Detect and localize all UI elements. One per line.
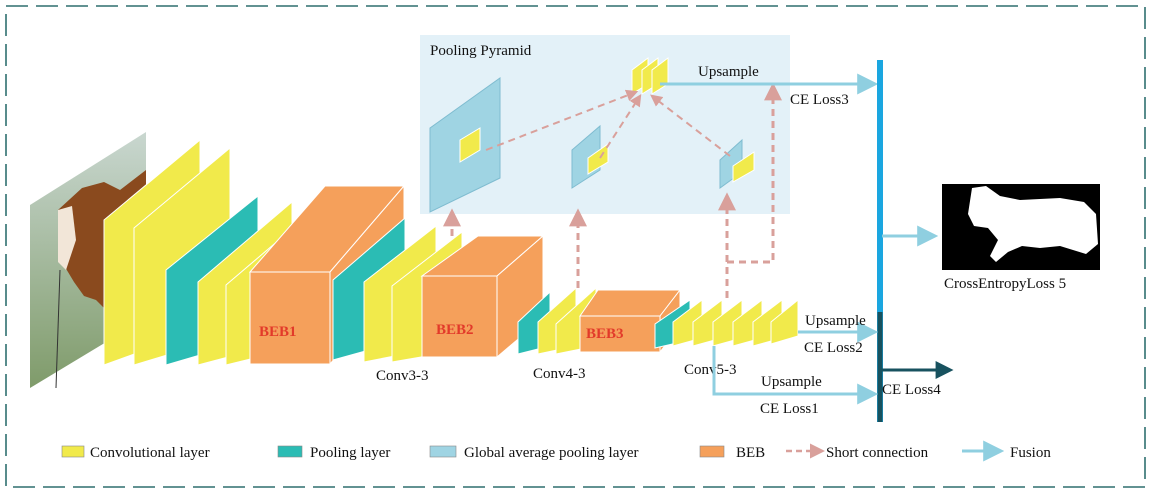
cross-entropy-loss5-label: CrossEntropyLoss 5 <box>944 276 1066 292</box>
legend-label-beb: BEB <box>736 445 765 461</box>
upsample-loss2-label: Upsample <box>805 313 866 329</box>
legend-swatch-conv <box>61 445 85 458</box>
upsample-loss1-arrow <box>712 346 879 405</box>
ce-loss2-label: CE Loss2 <box>804 340 863 356</box>
beb2-label: BEB2 <box>436 322 474 338</box>
gap-inner-cube-large <box>459 127 481 163</box>
upsample-loss1-label: Upsample <box>761 374 822 390</box>
fused-feature-cube <box>631 57 669 95</box>
gap-inner-cube-small <box>732 151 755 183</box>
beb3-label: BEB3 <box>586 326 624 342</box>
legend-swatch-beb <box>699 445 725 458</box>
pyramid-upsample-label: Upsample <box>698 64 759 80</box>
short-connections <box>443 82 782 298</box>
output-mask-image <box>942 184 1100 270</box>
legend-label-pool: Pooling layer <box>310 445 390 461</box>
legend-swatch-gap <box>429 445 457 458</box>
ce-loss3-label: CE Loss3 <box>790 92 849 108</box>
legend: Convolutional layer Pooling layer Global… <box>61 440 1051 462</box>
gap-inner-cube-medium <box>587 143 609 175</box>
legend-swatch-pool <box>277 445 303 458</box>
ce-loss4-label: CE Loss4 <box>882 382 941 398</box>
conv3-3-label: Conv3-3 <box>376 368 429 384</box>
gap-layer-medium <box>571 124 601 189</box>
conv4-3-label: Conv4-3 <box>533 366 586 382</box>
pooling-pyramid-title: Pooling Pyramid <box>430 43 532 59</box>
beb1-label: BEB1 <box>259 324 297 340</box>
conv5-3-label: Conv5-3 <box>684 362 737 378</box>
conv-block-5 <box>672 298 799 347</box>
legend-label-gap: Global average pooling layer <box>464 445 639 461</box>
legend-label-short-connection: Short connection <box>826 445 929 461</box>
legend-label-fusion: Fusion <box>1010 445 1051 461</box>
legend-label-conv: Convolutional layer <box>90 445 210 461</box>
beb3-block: BEB3 <box>579 288 682 354</box>
ce-loss1-label: CE Loss1 <box>760 401 819 417</box>
